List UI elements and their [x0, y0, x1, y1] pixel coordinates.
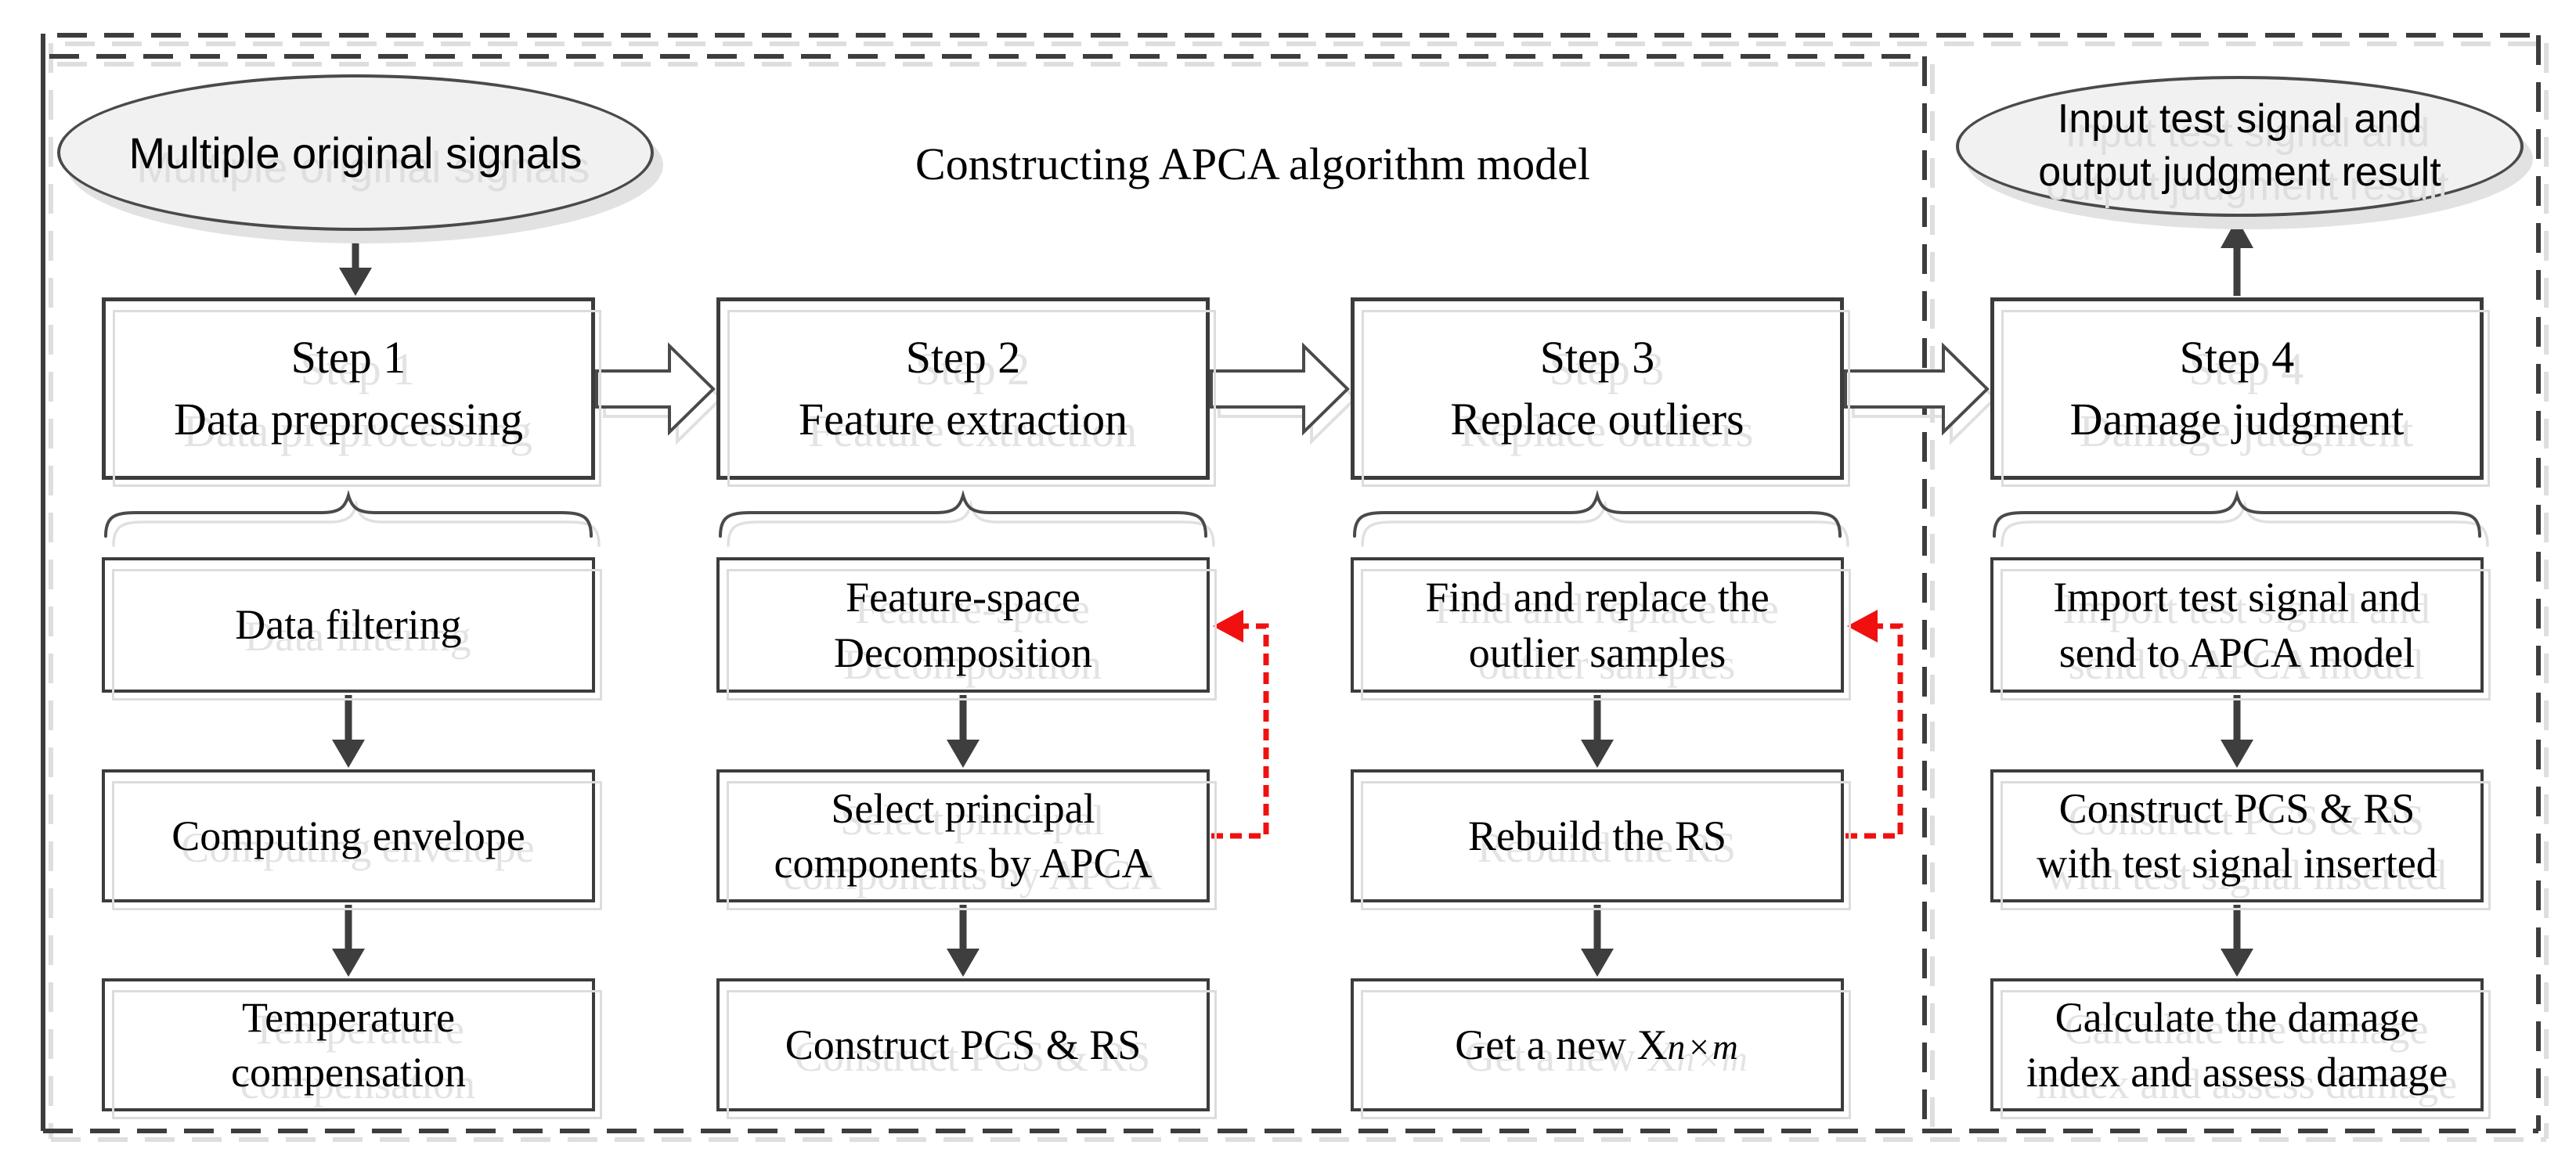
flow-arrows — [332, 218, 2253, 977]
step-braces — [104, 489, 2481, 538]
figure-borders — [41, 33, 2541, 1133]
step-3-label: Step 3 Replace outliers — [1450, 332, 1744, 445]
hollow-arrow-step2-step3 — [1210, 342, 1350, 436]
border-echo-layer — [49, 41, 2549, 1142]
box-feature-space-decomposition: Feature-space Decomposition — [716, 557, 1217, 700]
feedback-arrowhead-col3 — [1847, 610, 1878, 643]
feedback-arrowhead-col2 — [1213, 610, 1243, 643]
construct-pcs-rs-label: Construct PCS & RS — [785, 1021, 1142, 1068]
rebuild-rs-label: Rebuild the RS — [1467, 812, 1726, 859]
temperature-compensation-label: Temperature compensation — [231, 993, 466, 1096]
import-test-signal-label: Import test signal and send to APCA mode… — [2053, 574, 2421, 676]
ellipse-left-label: Multiple original signals — [128, 128, 583, 178]
box-calculate-damage-index: Calculate the damage index and assess da… — [1990, 978, 2491, 1119]
arrow-rebuild-to-getnew — [1581, 905, 1614, 977]
arrow-select-to-construct — [947, 905, 980, 977]
box-import-test-signal: Import test signal and send to APCA mode… — [1990, 557, 2491, 700]
arrow-constructtest-to-calculate — [2221, 905, 2253, 977]
brace-echo-layer — [112, 499, 2489, 547]
feedback-arrow-rebuild-to-find — [1845, 623, 1903, 839]
construct-pcs-rs-test-label: Construct PCS & RS with test signal inse… — [2037, 784, 2437, 887]
arrow-import-to-constructtest — [2221, 695, 2253, 768]
computing-envelope-label: Computing envelope — [171, 812, 525, 859]
feedback-arrows — [1211, 610, 1903, 839]
get-new-x-subscript: n×m — [1667, 1027, 1740, 1067]
box-rebuild-rs: Rebuild the RS — [1351, 769, 1851, 910]
box-construct-pcs-rs-test: Construct PCS & RS with test signal inse… — [1990, 769, 2491, 910]
feature-space-label: Feature-space Decomposition — [834, 574, 1092, 676]
brace-step-2 — [719, 489, 1207, 538]
box-step-3: Step 3 Replace outliers — [1351, 297, 1850, 487]
get-new-x-label: Get a new Xn×m — [1455, 1017, 1739, 1072]
select-principal-label: Select principal components by APCA — [774, 784, 1153, 887]
step-4-label: Step 4 Damage judgment — [2069, 332, 2405, 445]
calculate-damage-label: Calculate the damage index and assess da… — [2026, 993, 2448, 1096]
brace-step-3 — [1353, 489, 1842, 538]
feedback-arrow-select-to-decomposition — [1211, 623, 1269, 839]
arrow-envelope-to-temperature — [332, 905, 365, 977]
arrow-ellipse-to-step1 — [339, 232, 372, 296]
ellipse-input-output: Input test signal and output judgment re… — [1956, 76, 2524, 217]
box-data-filtering: Data filtering — [102, 557, 602, 700]
section-title: Constructing APCA algorithm model — [915, 139, 1590, 189]
ellipse-right-label: Input test signal and output judgment re… — [2038, 96, 2441, 195]
arrow-find-to-rebuild — [1581, 695, 1614, 768]
box-select-principal-components: Select principal components by APCA — [716, 769, 1217, 910]
hollow-arrow-step3-step4 — [1844, 342, 1990, 436]
data-filtering-label: Data filtering — [235, 601, 462, 649]
brace-step-4 — [1993, 489, 2481, 538]
box-temperature-compensation: Temperature compensation — [102, 978, 602, 1119]
arrow-datafiltering-to-envelope — [332, 695, 365, 768]
brace-step-1 — [104, 489, 593, 538]
box-step-1: Step 1 Data preprocessing — [102, 297, 601, 487]
step-2-label: Step 2 Feature extraction — [798, 332, 1128, 445]
arrow-decomposition-to-select — [947, 695, 980, 768]
box-construct-pcs-rs: Construct PCS & RS — [716, 978, 1217, 1119]
find-replace-outliers-label: Find and replace the outlier samples — [1425, 574, 1770, 676]
arrow-step4-to-ellipse — [2221, 218, 2253, 296]
step-flow-arrows — [595, 342, 1990, 436]
box-step-2: Step 2 Feature extraction — [716, 297, 1216, 487]
step-1-label: Step 1 Data preprocessing — [173, 332, 524, 445]
get-new-x-main: Get a new X — [1455, 1021, 1668, 1068]
hollow-arrow-step1-step2 — [595, 342, 716, 436]
box-get-new-x: Get a new Xn×m — [1351, 978, 1851, 1119]
box-find-replace-outliers: Find and replace the outlier samples — [1351, 557, 1851, 700]
ellipse-multiple-original-signals: Multiple original signals — [57, 74, 654, 231]
box-computing-envelope: Computing envelope — [102, 769, 602, 910]
box-step-4: Step 4 Damage judgment — [1990, 297, 2490, 487]
